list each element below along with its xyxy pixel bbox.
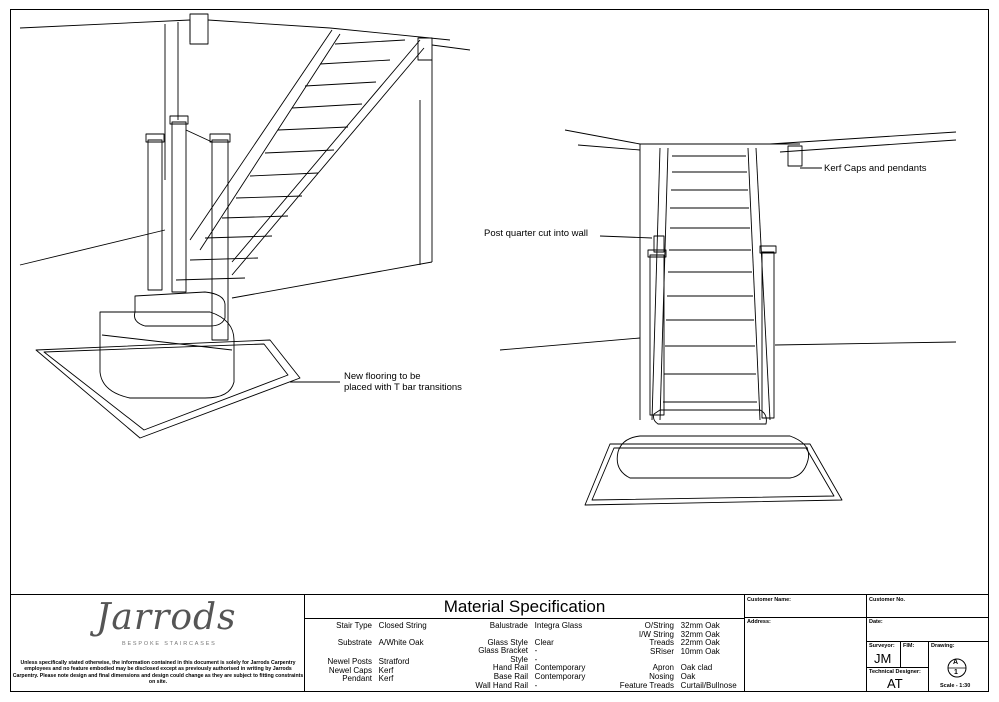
brand-tagline: BESPOKE STAIRCASES (122, 641, 217, 647)
callout-kerf-caps: Kerf Caps and pendants (824, 163, 927, 174)
drawing-field: Drawing: (928, 641, 989, 692)
drawing-number-icon (947, 658, 967, 678)
scale-label: Scale - 1:30 (940, 683, 971, 689)
drawing-sheet-number: 1 (954, 669, 958, 676)
brand-wordmark: Jarrods (96, 597, 237, 638)
drawing-sheet-border (10, 9, 989, 692)
left-perspective-view (19, 13, 471, 439)
spec-column-3: O/String 32mm Oak I/W String 32mm Oak Tr… (619, 621, 737, 690)
customer-name-field: Customer Name: (744, 595, 866, 617)
surveyor-field: Surveyor: JM (866, 641, 900, 667)
right-front-view (499, 129, 957, 506)
address-field: Address: (744, 617, 866, 692)
disclaimer-text: Unless specifically stated otherwise, th… (12, 660, 304, 686)
spec-column-1: Stair Type Closed String Substrate A/Whi… (327, 621, 427, 684)
company-logo: Jarrods BESPOKE STAIRCASES Unless specif… (10, 595, 304, 692)
staircase-drawings (19, 13, 957, 506)
drawing-sheet-letter: A (953, 659, 959, 666)
technical-designer-field: Technical Designer: AT (866, 667, 928, 692)
callout-flooring-line-2: placed with T bar transitions (344, 382, 462, 393)
technical-designer-initials: AT (887, 676, 903, 691)
callout-flooring-line-1: New flooring to be (344, 371, 421, 382)
surveyor-initials: JM (874, 651, 892, 666)
customer-number-field: Customer No. (866, 595, 989, 617)
fim-field: FIM: (900, 641, 928, 667)
spec-column-2: Balustrade Integra Glass Glass Style Cle… (475, 621, 586, 690)
title-block: Jarrods BESPOKE STAIRCASES Unless specif… (10, 594, 989, 692)
callout-post-quarter-cut: Post quarter cut into wall (484, 228, 589, 239)
date-field: Date: (866, 617, 989, 641)
spec-title: Material Specification (304, 595, 744, 619)
